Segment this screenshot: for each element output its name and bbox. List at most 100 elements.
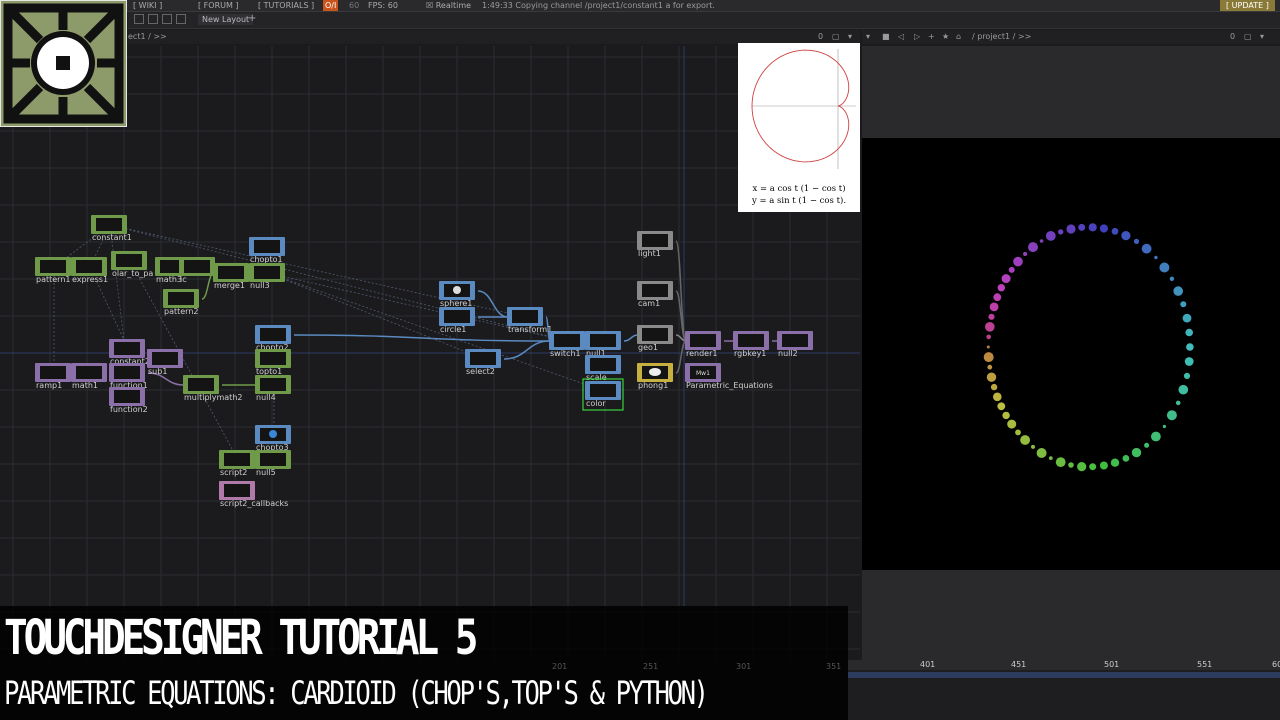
- frame-rate-field[interactable]: 60: [349, 1, 360, 10]
- forum-link[interactable]: [ FORUM ]: [198, 1, 239, 10]
- timeline-tick: 551: [1197, 660, 1213, 669]
- node-null1[interactable]: null1: [585, 331, 621, 358]
- particle: [1111, 227, 1119, 235]
- pane-split-icon[interactable]: [148, 14, 158, 24]
- node-label: ic: [180, 275, 187, 284]
- export-link: [267, 272, 605, 392]
- node-label: scale: [586, 373, 607, 382]
- timeline-tick: 501: [1104, 660, 1120, 669]
- node-switch1[interactable]: switch1: [549, 331, 585, 358]
- particle: [1183, 372, 1191, 379]
- back-icon[interactable]: ◁: [898, 32, 905, 41]
- forward-icon[interactable]: ▷: [914, 32, 921, 41]
- param-tile-text: Mw1: [696, 370, 710, 377]
- node-scale[interactable]: scale: [585, 355, 621, 382]
- node-label: transform1: [508, 325, 552, 334]
- menu-icon[interactable]: ▾: [866, 32, 871, 41]
- cardioid-particles: [983, 223, 1194, 472]
- node-null3[interactable]: null3: [249, 263, 285, 290]
- node-null5[interactable]: null5: [255, 450, 291, 477]
- node-topto1[interactable]: topto1: [255, 349, 291, 376]
- stop-icon[interactable]: ■: [882, 32, 890, 41]
- node-label: constant2: [110, 357, 150, 366]
- particle: [1008, 266, 1015, 273]
- bookmark-star-icon[interactable]: ★: [942, 32, 950, 41]
- particle: [1175, 400, 1181, 406]
- pane-toggle-icon[interactable]: ▢: [1244, 32, 1252, 41]
- node-chopto3[interactable]: chopto3: [255, 425, 291, 452]
- node-label: color: [586, 399, 606, 408]
- realtime-checkbox[interactable]: ☒ Realtime: [426, 1, 472, 10]
- timeline-tick: 251: [643, 662, 659, 671]
- node-cam1[interactable]: cam1: [637, 281, 673, 308]
- node-select2[interactable]: select2: [465, 349, 501, 376]
- node-sub1[interactable]: sub1: [147, 349, 183, 376]
- node-pattern2[interactable]: pattern2: [163, 289, 199, 316]
- node-label: select2: [466, 367, 495, 376]
- particle: [1141, 243, 1152, 254]
- particle: [1001, 274, 1011, 284]
- node-null4[interactable]: null4: [255, 375, 291, 402]
- pane-toggle-icon[interactable]: ▢: [832, 32, 840, 41]
- node-light1[interactable]: light1: [637, 231, 673, 258]
- node-rgbkey1[interactable]: rgbkey1: [733, 331, 769, 358]
- node-pattern1[interactable]: pattern1: [35, 257, 71, 284]
- node-wires: [53, 224, 778, 461]
- node-function2[interactable]: function2: [109, 387, 148, 414]
- node-phong1[interactable]: phong1: [637, 363, 673, 390]
- node-color[interactable]: color: [582, 378, 624, 411]
- particle: [986, 372, 997, 382]
- node-script2[interactable]: script2: [219, 450, 255, 477]
- node-sphere1[interactable]: sphere1: [439, 281, 475, 308]
- pane-split-icon[interactable]: [134, 14, 144, 24]
- pane-split-icon[interactable]: [176, 14, 186, 24]
- node-merge1[interactable]: merge1: [213, 263, 249, 290]
- oi-button[interactable]: O/I: [323, 0, 339, 11]
- update-button[interactable]: [ UPDATE ]: [1220, 0, 1275, 11]
- node-ic[interactable]: ic: [179, 257, 215, 284]
- node-function1[interactable]: function1: [109, 363, 148, 390]
- node-circle1[interactable]: circle1: [439, 307, 475, 334]
- render-viewport[interactable]: [862, 138, 1280, 570]
- node-null2[interactable]: null2: [777, 331, 813, 358]
- node-viewer: [76, 260, 102, 273]
- node-render1[interactable]: render1: [685, 331, 721, 358]
- node-label: switch1: [550, 349, 581, 358]
- home-icon[interactable]: ⌂: [956, 32, 962, 41]
- pane-menu-icon[interactable]: ▾: [848, 32, 853, 41]
- wiki-link[interactable]: [ WIKI ]: [133, 1, 163, 10]
- node-math1[interactable]: math1: [71, 363, 107, 390]
- node-polar[interactable]: olar_to_pa: [111, 251, 153, 278]
- viewer-path[interactable]: / project1 / >>: [972, 32, 1032, 41]
- node-geo1[interactable]: geo1: [637, 325, 673, 352]
- node-constant1[interactable]: constant1: [91, 215, 132, 242]
- export-link: [109, 224, 527, 318]
- node-multiplymath2[interactable]: multiplymath2: [183, 375, 242, 402]
- pane-split-icon[interactable]: [162, 14, 172, 24]
- add-icon[interactable]: +: [928, 32, 935, 41]
- node-label: render1: [686, 349, 717, 358]
- node-wire: [503, 340, 551, 360]
- node-label: null5: [256, 468, 276, 477]
- layout-tab[interactable]: New Layout: [198, 14, 254, 25]
- timeline-range[interactable]: [848, 672, 1280, 678]
- node-viewer: [254, 266, 280, 279]
- network-path[interactable]: ect1 / >>: [128, 32, 167, 41]
- node-ramp1[interactable]: ramp1: [35, 363, 71, 390]
- node-chopto2[interactable]: chopto2: [255, 325, 291, 352]
- node-wire: [675, 340, 687, 374]
- tutorials-link[interactable]: [ TUTORIALS ]: [258, 1, 315, 10]
- pane-menu-icon[interactable]: ▾: [1260, 32, 1265, 41]
- node-chopto1[interactable]: chopto1: [249, 237, 285, 264]
- node-script2_callbacks[interactable]: script2_callbacks: [219, 481, 288, 508]
- timeline-bar[interactable]: 401 451 501 551 60: [848, 660, 1280, 720]
- particle: [986, 334, 991, 340]
- node-constant2[interactable]: constant2: [109, 339, 150, 366]
- node-transform1[interactable]: transform1: [507, 307, 552, 334]
- add-layout-icon[interactable]: +: [248, 13, 257, 24]
- node-label: chopto3: [256, 443, 289, 452]
- particle: [1099, 224, 1108, 233]
- node-express1[interactable]: express1: [71, 257, 108, 284]
